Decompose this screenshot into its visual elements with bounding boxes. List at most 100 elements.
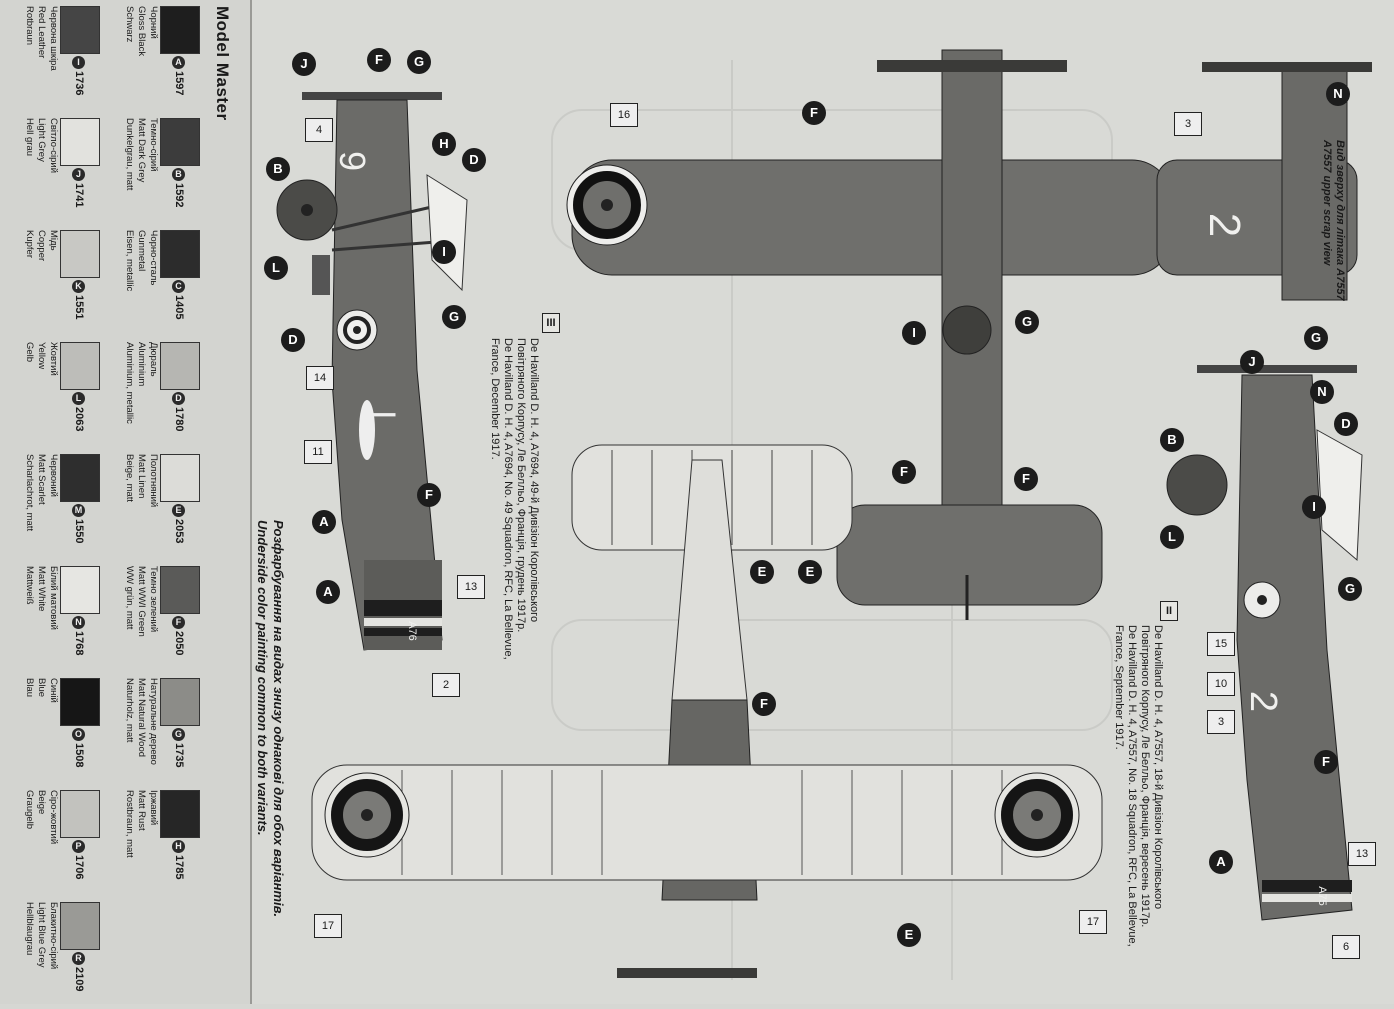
callout-f6: F <box>752 692 776 716</box>
color-name-en: Red Leather <box>36 6 47 59</box>
color-name-de: Kupfer <box>24 230 35 258</box>
color-name-en: Aluminium <box>136 342 147 387</box>
color-name-en: Light Blue Grey <box>36 902 47 968</box>
color-code: 1405 <box>173 295 185 320</box>
color-name-en: Gloss Black <box>136 6 147 57</box>
box-13: 14 <box>306 366 334 390</box>
color-swatch <box>160 342 200 390</box>
color-name-en: Blue <box>36 678 47 698</box>
color-swatch <box>160 454 200 502</box>
color-name-ua: Полотняний <box>148 454 159 508</box>
color-letter: I <box>72 56 85 69</box>
color-swatch <box>160 790 200 838</box>
color-name-en: Matt WWI Green <box>136 566 147 637</box>
color-name-en: Matt Linen <box>136 454 147 499</box>
callout-b: B <box>266 157 290 181</box>
color-name-ua: Синій <box>48 678 59 703</box>
box-3-top: 3 <box>1174 112 1202 136</box>
color-name-ua: Натуральне дерево <box>148 678 159 765</box>
color-name-ua: Білий матовий <box>48 566 59 630</box>
color-swatch <box>60 678 100 726</box>
color-letter: H <box>172 840 185 853</box>
color-name-de: Eisen, metallic <box>124 230 135 292</box>
callout-n2: N <box>1310 380 1334 404</box>
color-code: 1592 <box>173 183 185 208</box>
color-name-en: Matt Dark Grey <box>136 118 147 183</box>
color-letter: A <box>172 56 185 69</box>
color-code: 2050 <box>173 631 185 656</box>
callout-a: A <box>312 510 336 534</box>
callout-e2: E <box>798 560 822 584</box>
callout-f2: F <box>417 483 441 507</box>
color-swatch <box>60 566 100 614</box>
color-name-ua: Темно-сірий <box>148 118 159 172</box>
aircraft-drawings: I <box>276 49 1372 980</box>
svg-text:I: I <box>364 410 402 419</box>
wing-number: 2 <box>1200 212 1250 238</box>
color-name-de: Gelb <box>24 342 35 363</box>
box-16: 6 <box>1332 935 1360 959</box>
callout-h: H <box>432 132 456 156</box>
color-name-ua: Червона шкіра <box>48 6 59 71</box>
color-letter: K <box>72 280 85 293</box>
color-name-ua: Іржавий <box>148 790 159 826</box>
callout-f7: F <box>1314 750 1338 774</box>
color-name-ua: Світло-сірий <box>48 118 59 174</box>
color-code: 1551 <box>73 295 85 320</box>
color-code: 1785 <box>173 855 185 880</box>
color-name-de: Blau <box>24 678 35 698</box>
variant-2-caption: De Havilland D. H. 4, A7557, 18-й Дивізі… <box>1113 625 1164 947</box>
color-name-en: Yellow <box>36 342 47 370</box>
color-name-de: Rostbraun, matt <box>124 790 135 858</box>
underside-caption: Розфарбування на видах знизу однакові дл… <box>255 520 286 918</box>
color-name-en: Matt Rust <box>136 790 147 831</box>
color-name-de: Aluminium, metallic <box>124 342 135 424</box>
box-2: 2 <box>432 673 460 697</box>
callout-f5: F <box>1014 467 1038 491</box>
upper-scrap-view <box>1156 62 1372 301</box>
color-name-en: Beige <box>36 790 47 815</box>
color-code: 1780 <box>173 407 185 432</box>
box-17-right: 17 <box>1079 910 1107 934</box>
callout-g2: G <box>442 305 466 329</box>
callout-d3: D <box>1334 412 1358 436</box>
color-swatch <box>60 342 100 390</box>
color-code: 2109 <box>73 967 85 992</box>
color-name-en: Copper <box>36 230 47 262</box>
callout-f3: F <box>802 101 826 125</box>
box-6: 10 <box>1207 672 1235 696</box>
callout-e: E <box>750 560 774 584</box>
callout-a3: A <box>1209 850 1233 874</box>
color-letter: P <box>72 840 85 853</box>
serial-left: A76 <box>405 621 418 641</box>
color-code: 1741 <box>73 183 85 208</box>
callout-g5: G <box>1338 577 1362 601</box>
drawing-area: I <box>252 0 1394 1004</box>
color-swatch <box>160 6 200 54</box>
callout-i3: I <box>1302 495 1326 519</box>
color-name-en: Light Grey <box>36 118 47 162</box>
callout-g: G <box>407 50 431 74</box>
color-letter: B <box>172 168 185 181</box>
chart-title: Model Master <box>213 6 232 121</box>
callout-g3: G <box>1015 310 1039 334</box>
color-name-de: Hell grau <box>24 118 35 157</box>
callout-d: D <box>462 148 486 172</box>
fuselage-number-left: 9 <box>332 150 374 172</box>
color-letter: E <box>172 504 185 517</box>
color-code: 1735 <box>173 743 185 768</box>
color-code: 2063 <box>73 407 85 432</box>
color-name-en: Matt Scarlet <box>36 454 47 505</box>
color-swatch <box>60 902 100 950</box>
color-swatch <box>60 790 100 838</box>
box-3: 3 <box>1207 710 1235 734</box>
color-letter: M <box>72 504 85 517</box>
bottom-view <box>311 444 1103 978</box>
color-name-de: WW grün, matt <box>124 566 135 630</box>
color-swatch <box>60 118 100 166</box>
callout-d2: D <box>281 328 305 352</box>
box-17-left: 17 <box>314 914 342 938</box>
color-name-ua: Сіро-жовтий <box>48 790 59 845</box>
